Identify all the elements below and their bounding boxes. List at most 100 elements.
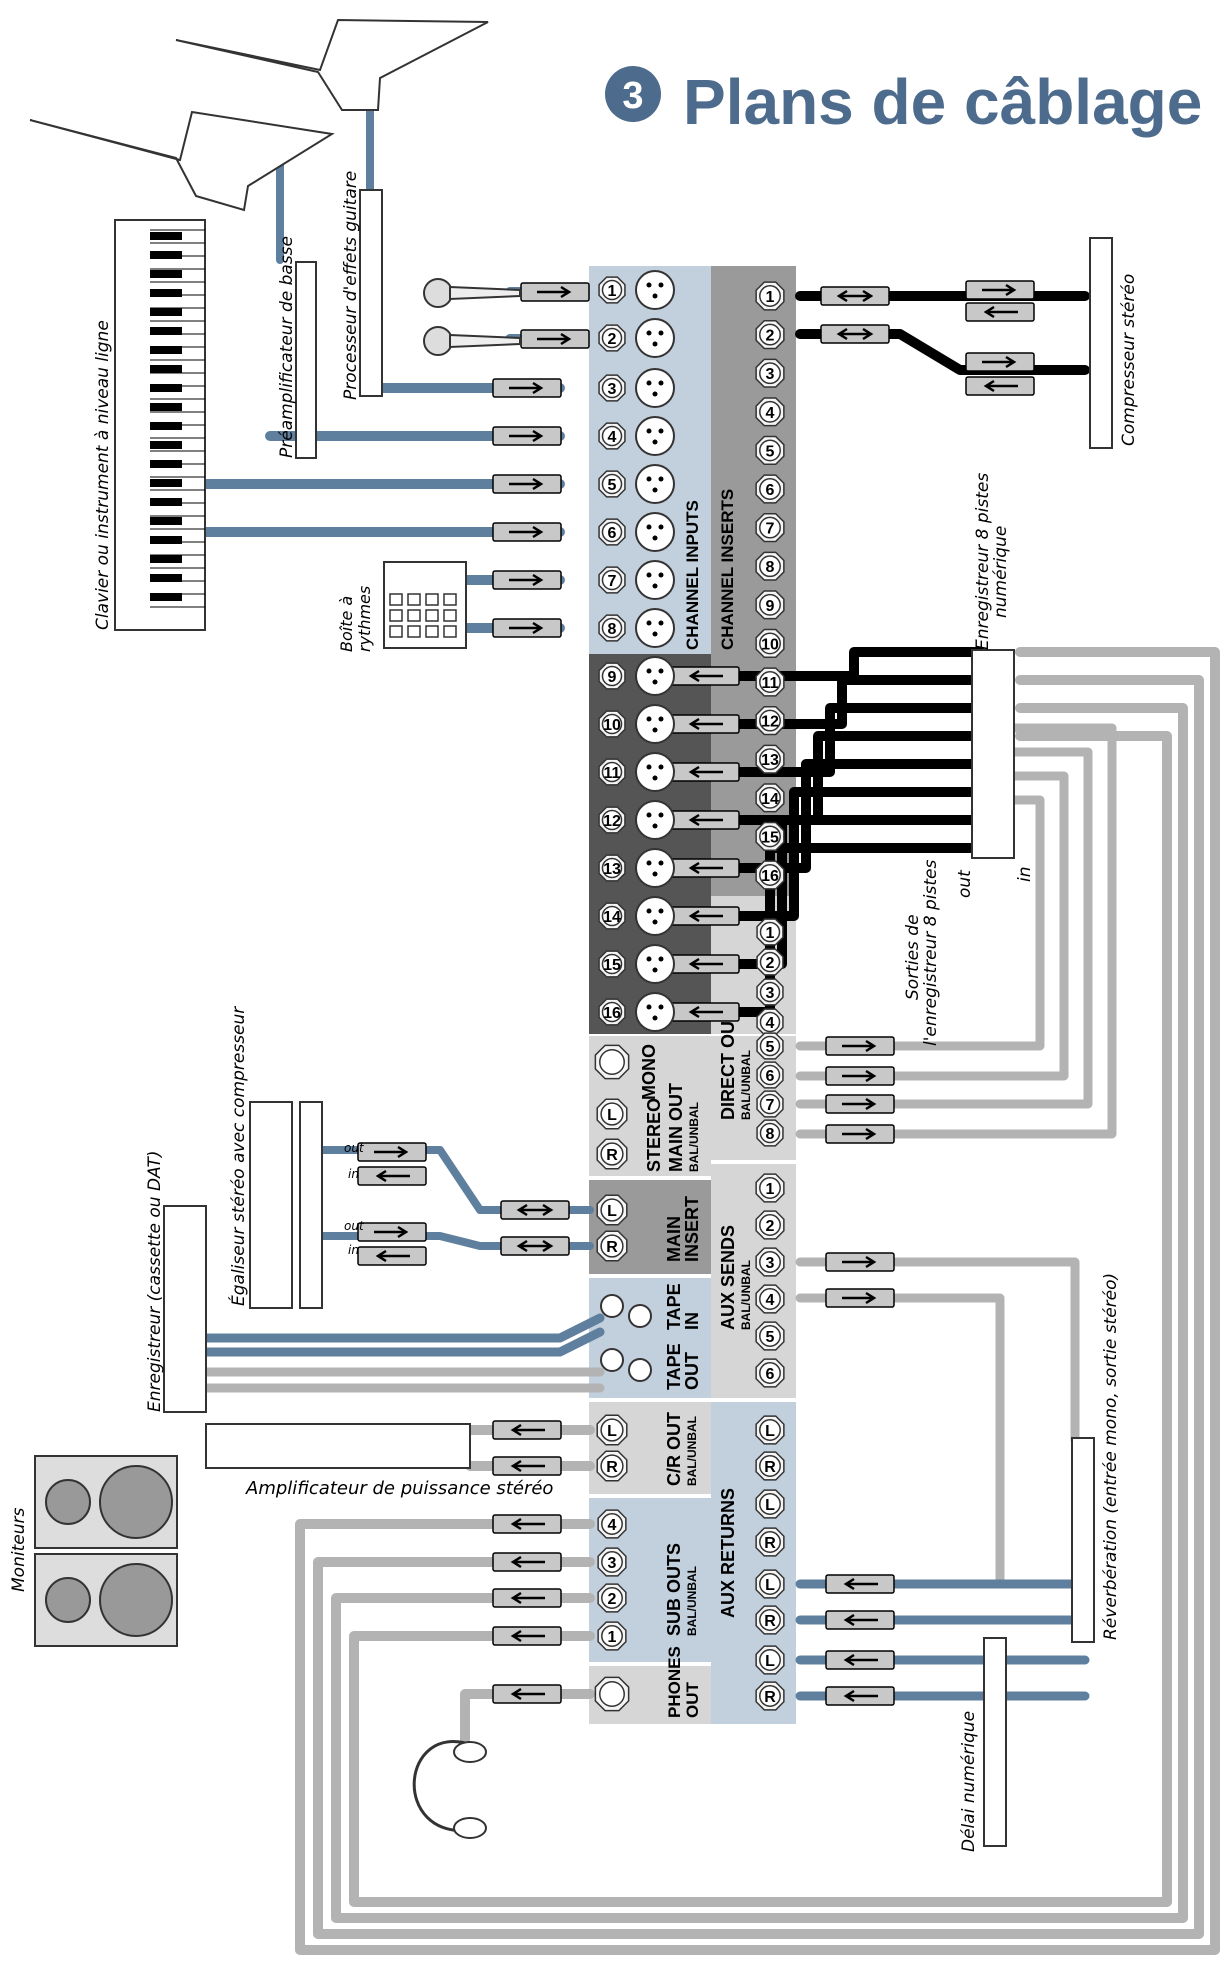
black-key xyxy=(150,384,182,392)
tape-in-r-rca xyxy=(628,1304,652,1328)
recorder-output-plug xyxy=(670,762,740,782)
aux-return-jack-number: L xyxy=(765,1577,775,1594)
aux-return-jack-number: R xyxy=(764,1689,776,1706)
aux-return-jack: L xyxy=(755,1415,785,1445)
bass-preamp-label: Préamplificateur de basse xyxy=(277,236,297,458)
aux-sends-label: AUX SENDS xyxy=(718,1225,738,1330)
direct-out-cable xyxy=(795,771,1069,1081)
eq-plug xyxy=(357,1246,427,1266)
sub-out-jack: 1 xyxy=(597,1621,627,1651)
tape-in-label-2: IN xyxy=(682,1312,702,1330)
aux-send-jack: 6 xyxy=(755,1358,785,1388)
drum-pad xyxy=(389,609,403,622)
channel-insert-jack-number: 14 xyxy=(761,791,779,808)
guitar-2 xyxy=(29,110,335,212)
drum-pad xyxy=(407,625,421,638)
channel-insert-jack-number: 8 xyxy=(766,559,775,576)
channel-insert-jack-number: 12 xyxy=(761,714,779,731)
recorder-output-cable xyxy=(635,675,985,729)
monitor-tweeter xyxy=(45,1479,91,1525)
direct-out-jack-number: 4 xyxy=(766,1015,775,1032)
channel-insert-jack-number: 16 xyxy=(761,868,779,885)
channel-input-jack-number: 6 xyxy=(608,525,617,542)
channel-input-xlr xyxy=(635,560,675,600)
eq-body xyxy=(249,1101,293,1309)
bass-preamp-body xyxy=(295,261,317,459)
channel-insert-jack: 16 xyxy=(755,860,785,890)
cr-out-l-jack: L xyxy=(596,1414,628,1446)
compressor-plug xyxy=(965,376,1035,396)
direct-out-jack-number: 7 xyxy=(766,1097,775,1114)
eq-plug xyxy=(357,1222,427,1242)
eq-compressor-label: Égaliseur stéréo avec compresseur xyxy=(227,1006,249,1306)
tape-recorder-body xyxy=(163,1205,207,1413)
recorder-output-plug xyxy=(670,1002,740,1022)
recorder-8-body xyxy=(971,649,1015,859)
aux-send-jack: 1 xyxy=(755,1173,785,1203)
main-out-l-jack: L xyxy=(596,1098,628,1130)
sub-out-cable xyxy=(331,703,1188,1923)
channel-input-xlr xyxy=(635,368,675,408)
main-insert-l-jack: L xyxy=(596,1194,628,1226)
channel-insert-jack-number: 5 xyxy=(766,443,775,460)
channel-input-jack: 1 xyxy=(598,276,626,304)
black-key xyxy=(150,327,182,335)
aux-return-plug xyxy=(825,1650,895,1670)
direct-out-jack: 4 xyxy=(756,1008,784,1036)
aux-return-plug xyxy=(825,1686,895,1706)
input-plug xyxy=(492,474,562,494)
channel-input-jack: 8 xyxy=(598,614,626,642)
compressor-plug xyxy=(965,352,1035,372)
channel-input-jack: 9 xyxy=(598,662,626,690)
black-key xyxy=(150,422,182,430)
aux-send-jack: 4 xyxy=(755,1284,785,1314)
main-out-balunbal-label: BAL/UNBAL xyxy=(687,1102,701,1172)
eq-plug xyxy=(357,1166,427,1186)
headphones-cup-1 xyxy=(453,1741,487,1763)
power-amp-body xyxy=(205,1423,471,1469)
sub-out-plug xyxy=(492,1552,562,1572)
black-key xyxy=(150,441,182,449)
insert-plug-1 xyxy=(820,286,890,306)
main-out-r-jack-number: R xyxy=(606,1147,618,1164)
aux-send-jack-number: 6 xyxy=(766,1366,775,1383)
recorder-output-plug xyxy=(670,666,740,686)
cr-out-plug-r xyxy=(492,1456,562,1476)
eq-in-label-2: in xyxy=(348,1243,359,1257)
compressor-plug xyxy=(965,280,1035,300)
direct-out-plug xyxy=(825,1094,895,1114)
channel-input-xlr xyxy=(635,800,675,840)
compressor-rack-body xyxy=(299,1101,323,1309)
compressor-body xyxy=(1089,237,1113,449)
cables-layer xyxy=(200,86,1220,1955)
channel-insert-jack-number: 15 xyxy=(761,829,779,846)
channel-input-jack-number: 3 xyxy=(608,381,617,398)
aux-send-jack: 5 xyxy=(755,1321,785,1351)
direct-out-jack-number: 2 xyxy=(766,955,775,972)
input-plug xyxy=(492,570,562,590)
cr-out-plug-l xyxy=(492,1420,562,1440)
aux-return-plug xyxy=(825,1574,895,1594)
sub-out-cable xyxy=(295,647,1220,1955)
channel-input-jack-number: 5 xyxy=(608,477,617,494)
sub-out-jack-number: 1 xyxy=(608,1629,617,1646)
channel-input-xlr xyxy=(635,704,675,744)
channel-input-jack-number: 4 xyxy=(608,429,617,446)
phones-plug xyxy=(492,1684,562,1704)
monitors-label: Moniteurs xyxy=(9,1508,29,1592)
channel-input-jack: 7 xyxy=(598,566,626,594)
aux-send-jack-number: 3 xyxy=(766,1255,775,1272)
phones-out-label-2: OUT xyxy=(683,1682,702,1719)
sub-outs-balunbal-label: BAL/UNBAL xyxy=(685,1566,699,1636)
channel-insert-jack-number: 9 xyxy=(766,598,775,615)
channel-insert-jack: 12 xyxy=(755,705,785,736)
aux-send-jack: 3 xyxy=(755,1247,785,1277)
aux-return-plug xyxy=(825,1610,895,1630)
input-plug xyxy=(492,618,562,638)
mic-plug-2 xyxy=(520,329,590,349)
black-key xyxy=(150,346,182,354)
aux-sends-balunbal-label: BAL/UNBAL xyxy=(739,1260,753,1330)
drum-pad xyxy=(407,609,421,622)
direct-out-jack-number: 1 xyxy=(766,925,775,942)
mic-plug-1 xyxy=(520,282,590,302)
